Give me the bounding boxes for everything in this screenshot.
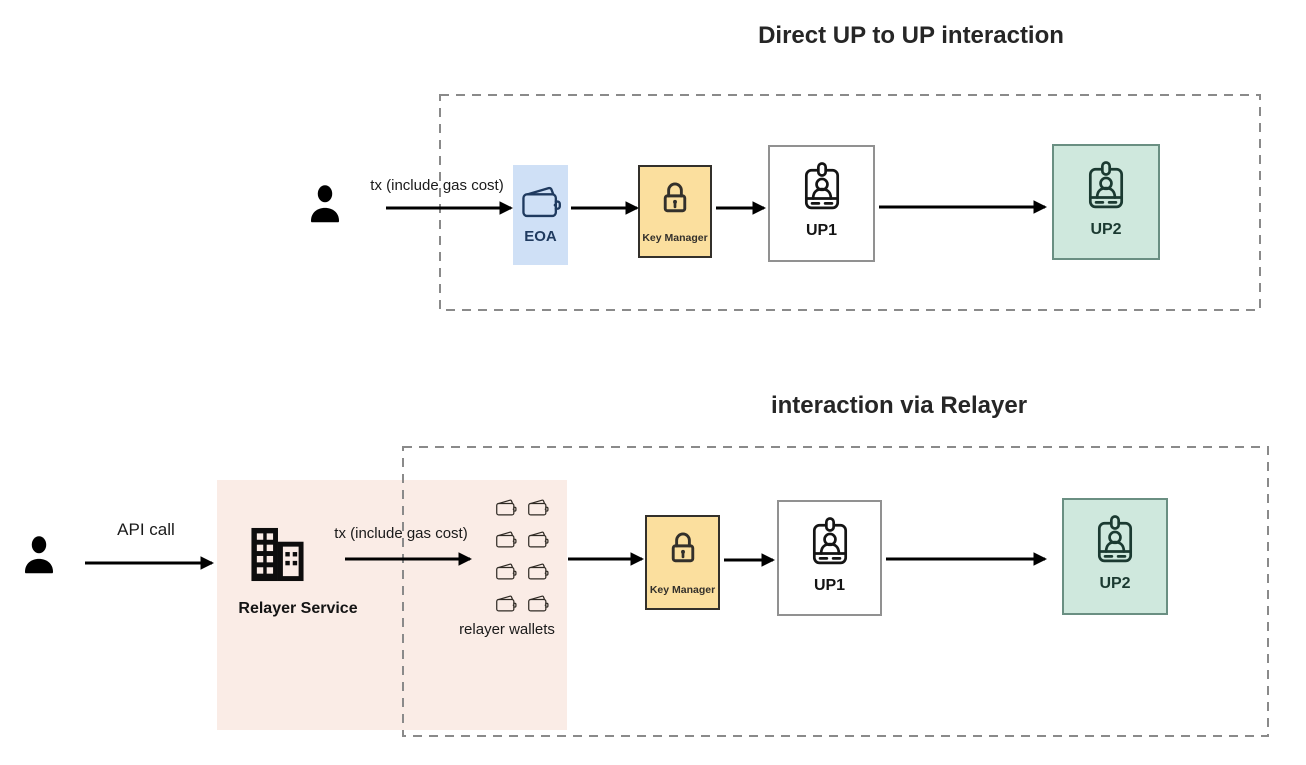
key-manager-node: Key Manager	[645, 515, 720, 610]
eoa-node: EOA	[513, 165, 568, 265]
relayer-wallets-label: relayer wallets	[459, 621, 555, 638]
wallet-icon	[495, 498, 517, 517]
wallet-icon	[520, 184, 562, 220]
wallet-icon	[495, 594, 517, 613]
lock-icon	[666, 517, 700, 566]
relayer-service-label: Relayer Service	[238, 600, 358, 617]
wallet-icon	[495, 562, 517, 581]
id-badge-icon	[1083, 146, 1129, 213]
up2-node: UP2	[1062, 498, 1168, 615]
id-badge-icon	[807, 502, 853, 569]
relayer-service-building-icon	[246, 526, 308, 583]
relayer-wallets-grid	[495, 498, 549, 613]
tx-gas-cost-label: tx (include gas cost)	[334, 525, 468, 542]
wallet-icon	[527, 594, 549, 613]
up1-node: UP1	[777, 500, 882, 616]
user-icon	[22, 534, 56, 576]
wallet-icon	[527, 498, 549, 517]
title-interaction-via-relayer: interaction via Relayer	[770, 392, 1028, 419]
key-manager-node: Key Manager	[638, 165, 712, 258]
user-icon	[308, 183, 342, 225]
eoa-label: EOA	[524, 228, 557, 246]
up1-label: UP1	[813, 577, 846, 594]
key-manager-label: Key Manager	[642, 232, 708, 245]
up1-label: UP1	[805, 222, 838, 239]
api-call-label: API call	[117, 520, 175, 539]
id-badge-icon	[799, 147, 845, 214]
key-manager-label: Key Manager	[649, 584, 716, 597]
up2-label: UP2	[1090, 221, 1122, 238]
up1-node: UP1	[768, 145, 875, 262]
title-direct-up-to-up: Direct UP to UP interaction	[758, 22, 1064, 49]
up2-node: UP2	[1052, 144, 1160, 260]
wallet-icon	[527, 562, 549, 581]
wallet-icon	[527, 530, 549, 549]
tx-gas-cost-label: tx (include gas cost)	[370, 177, 504, 194]
up2-label: UP2	[1099, 575, 1131, 592]
id-badge-icon	[1092, 500, 1138, 567]
lock-icon	[658, 167, 692, 216]
wallet-icon	[495, 530, 517, 549]
